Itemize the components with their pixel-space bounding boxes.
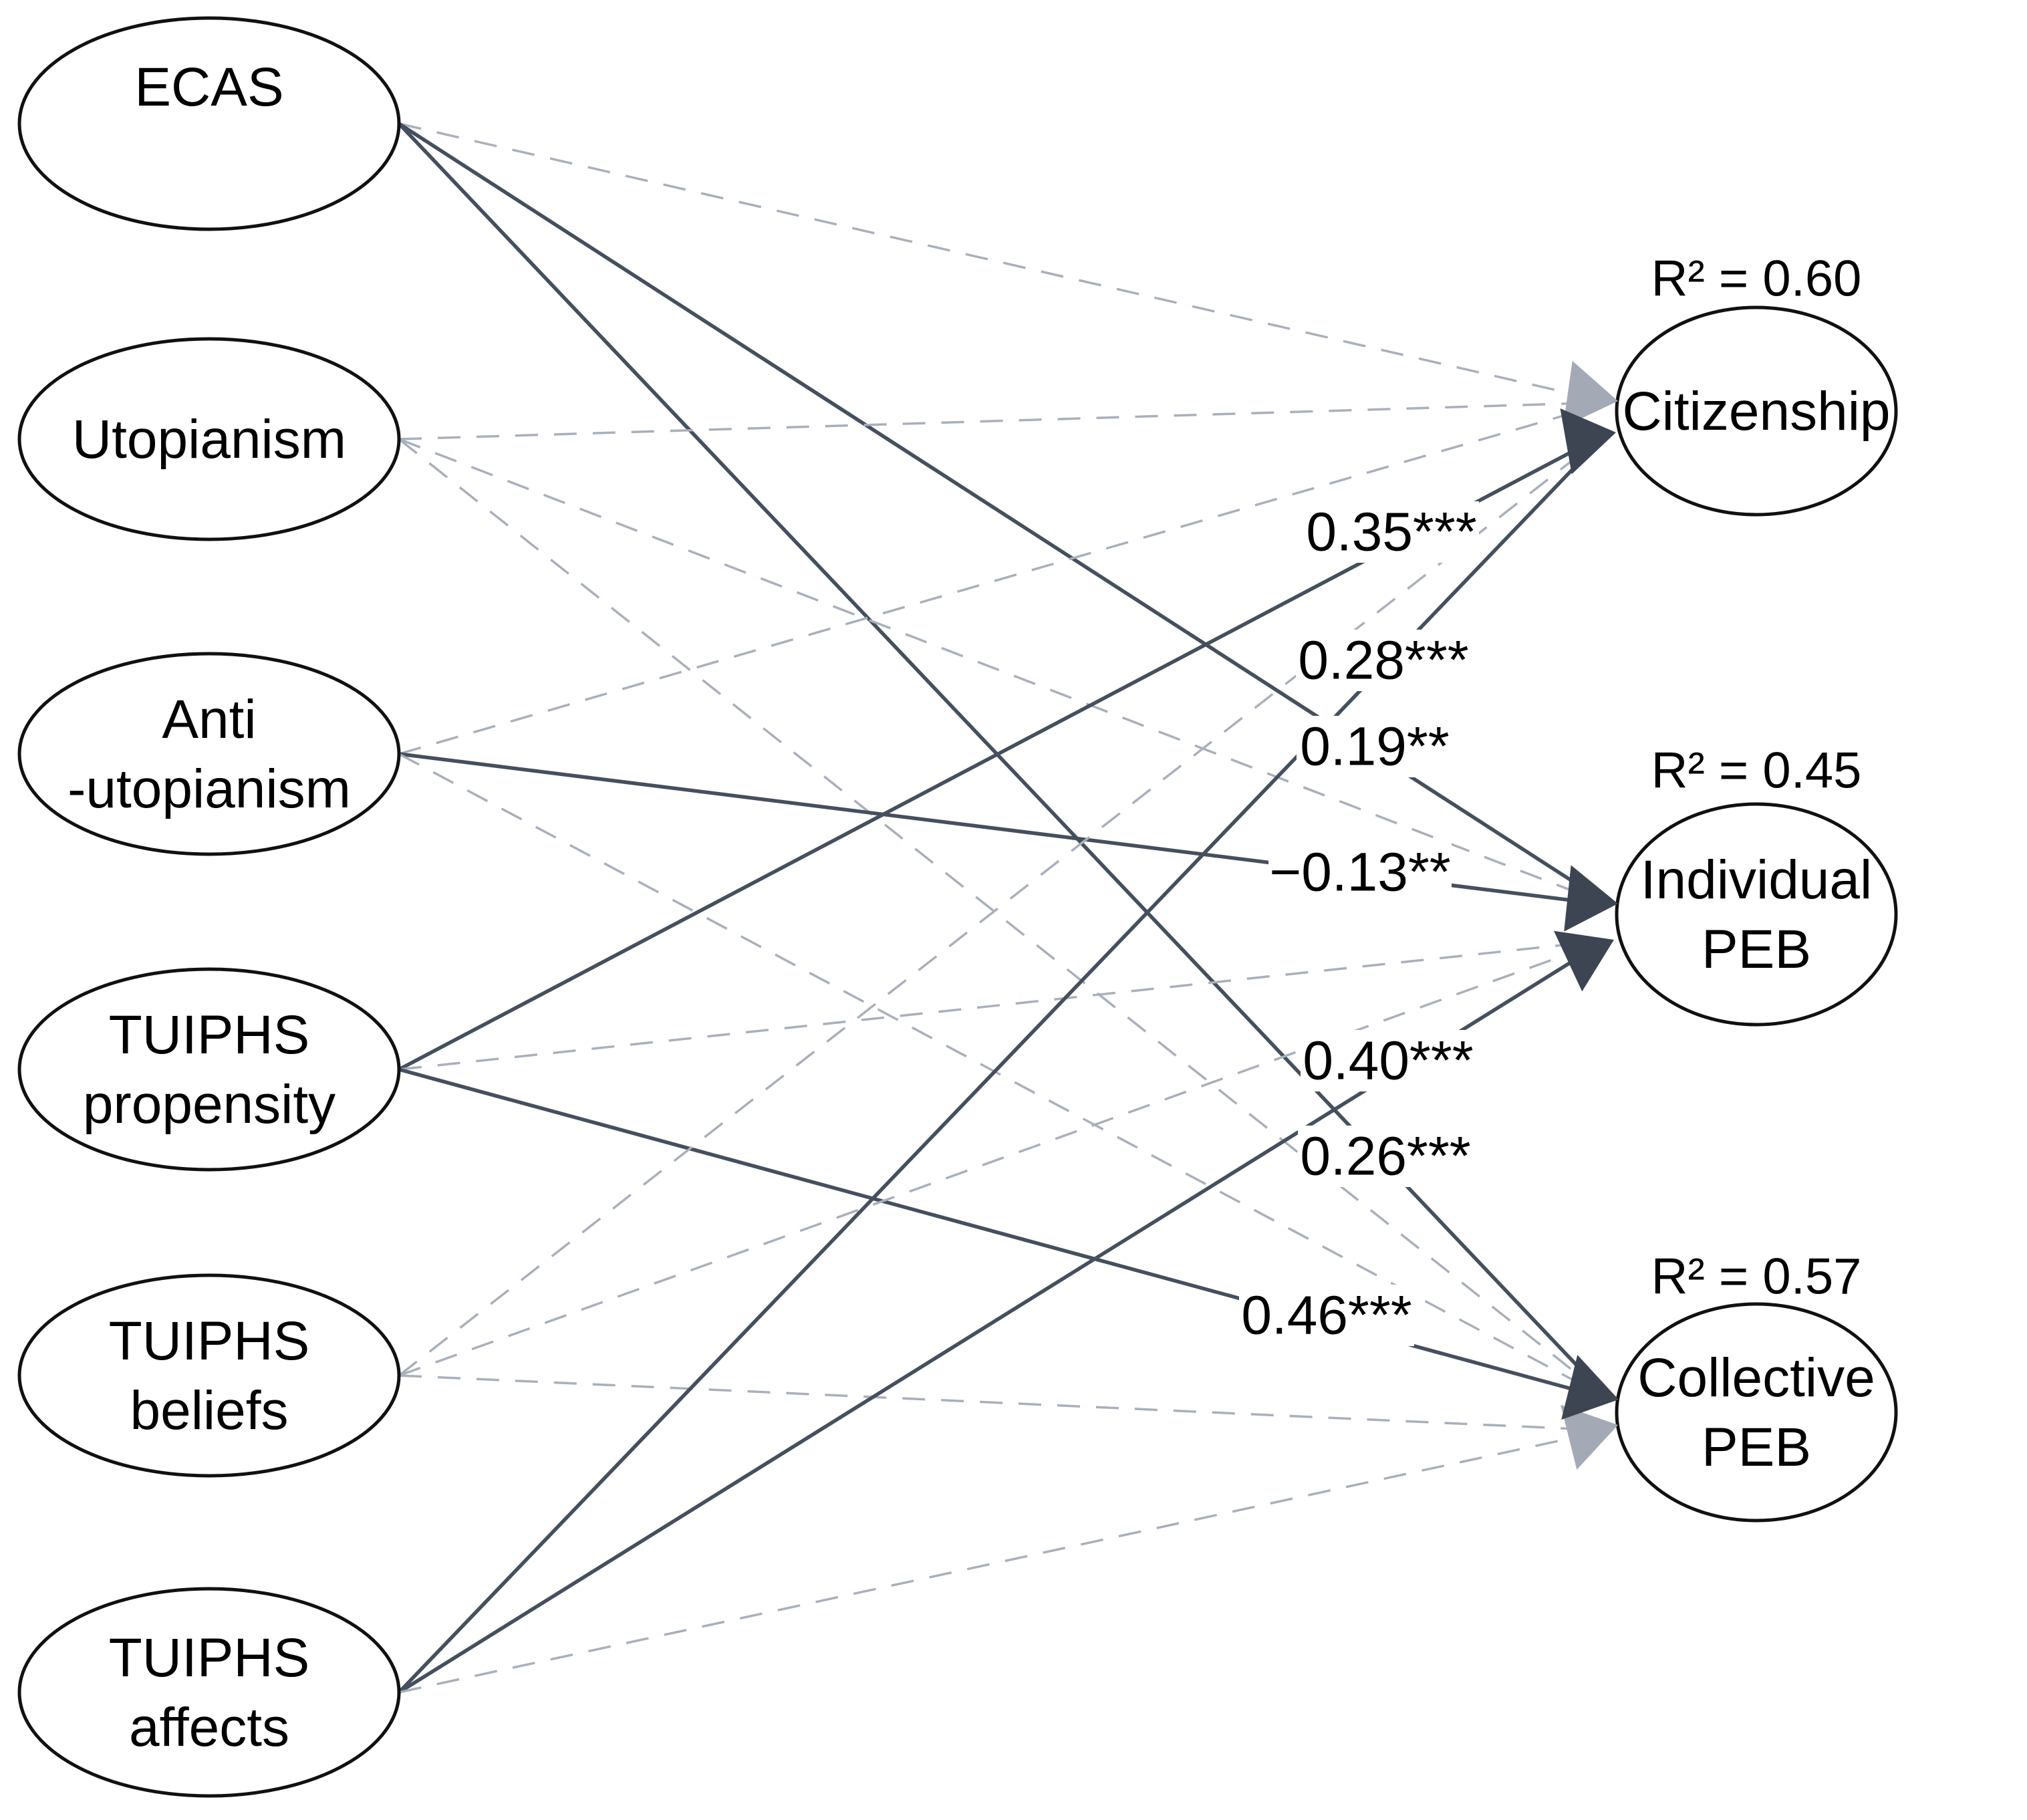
node-ellipse-individual-peb [1615,802,1898,1027]
path-utopianism-to-collective-peb-dashed [398,438,1610,1400]
coefficient-label: 0.19** [1300,717,1449,777]
path-ecas-to-citizenship-dashed [398,122,1610,404]
coefficient-label: 0.35*** [1306,502,1476,563]
path-utopianism-to-citizenship-dashed [398,401,1610,440]
arrowhead-citizenship-dark [1560,408,1616,475]
node-ellipse-collective-peb [1615,1302,1898,1523]
coefficient-label-background [1268,841,1452,903]
coefficient-label-background [1239,1285,1414,1346]
node-ellipse-citizenship [1615,305,1898,517]
coefficient-label-background [1301,1030,1476,1091]
path-tuiphs-affects-to-collective-peb-dashed [398,1429,1608,1694]
coefficient-label: −0.13** [1269,842,1450,903]
r2-label-collective-peb: R² = 0.57 [1651,1249,1862,1305]
coefficient-label-background [1296,630,1471,691]
node-ellipse-utopianism [17,337,401,541]
coefficient-label: 0.26*** [1300,1126,1470,1187]
path-tuiphs-beliefs-to-individual-peb-dashed [398,939,1607,1377]
r2-label-individual-peb: R² = 0.45 [1651,743,1862,799]
coefficient-label-background [1298,1126,1473,1187]
arrowhead-individual-peb-dark [1564,865,1618,932]
coefficient-label: 0.28*** [1298,630,1468,691]
path-utopianism-to-individual-peb-dashed [398,438,1610,906]
node-ellipse-ecas [17,16,401,231]
coefficient-label-background [1297,716,1453,777]
node-label-ecas: ECAS [134,57,283,118]
node-ellipse-anti-utopianism [17,652,401,856]
path-tuiphs-propensity-to-individual-peb-dashed [398,939,1607,1071]
arrowhead-collective-peb-dark [1561,1355,1619,1420]
coefficient-label-background [1304,501,1479,563]
path-tuiphs-beliefs-to-collective-peb-dashed [398,1374,1608,1432]
arrowhead-citizenship-gray [1563,360,1618,427]
coefficient-label: 0.46*** [1241,1285,1411,1346]
node-label-anti-utopianism: Anti-utopianism [67,689,351,819]
r2-label-citizenship: R² = 0.60 [1651,251,1862,307]
node-ellipse-tuiphs-beliefs [17,1273,401,1478]
path-anti-utopianism-to-citizenship-dashed [398,401,1610,755]
node-label-utopianism: Utopianism [72,409,346,470]
node-label-citizenship: Citizenship [1622,381,1890,442]
path-tuiphs-propensity-to-collective-peb-solid [398,1067,1609,1401]
arrowhead-collective-peb-gray [1561,1404,1618,1470]
coefficient-label: 0.40*** [1303,1031,1473,1091]
node-ellipse-tuiphs-affects [17,1587,401,1798]
arrowhead-individual-peb-dark [1553,930,1614,992]
node-ellipse-tuiphs-propensity [17,967,401,1172]
